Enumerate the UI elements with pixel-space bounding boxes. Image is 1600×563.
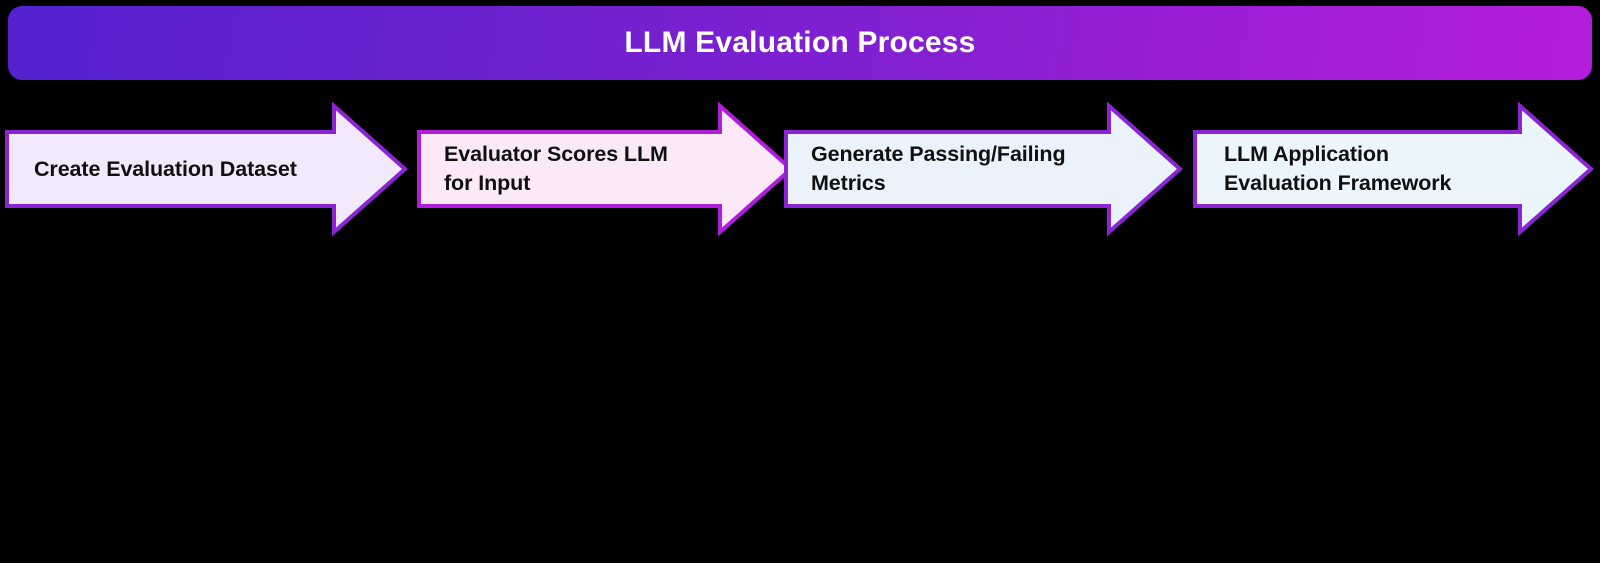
arrow-shape-icon — [417, 101, 795, 237]
header-banner: LLM Evaluation Process — [8, 6, 1592, 80]
flow-step-3[interactable]: Generate Passing/Failing Metrics — [783, 101, 1184, 237]
flow-step-4[interactable]: LLM Application Evaluation Framework — [1192, 101, 1595, 237]
flow-step-2[interactable]: Evaluator Scores LLM for Input — [416, 101, 795, 237]
arrow-shape-icon — [784, 101, 1184, 237]
page-title: LLM Evaluation Process — [624, 26, 976, 59]
arrow-shape-icon — [5, 101, 409, 237]
arrow-shape-icon — [1193, 101, 1595, 237]
flow-step-1[interactable]: Create Evaluation Dataset — [4, 101, 409, 237]
